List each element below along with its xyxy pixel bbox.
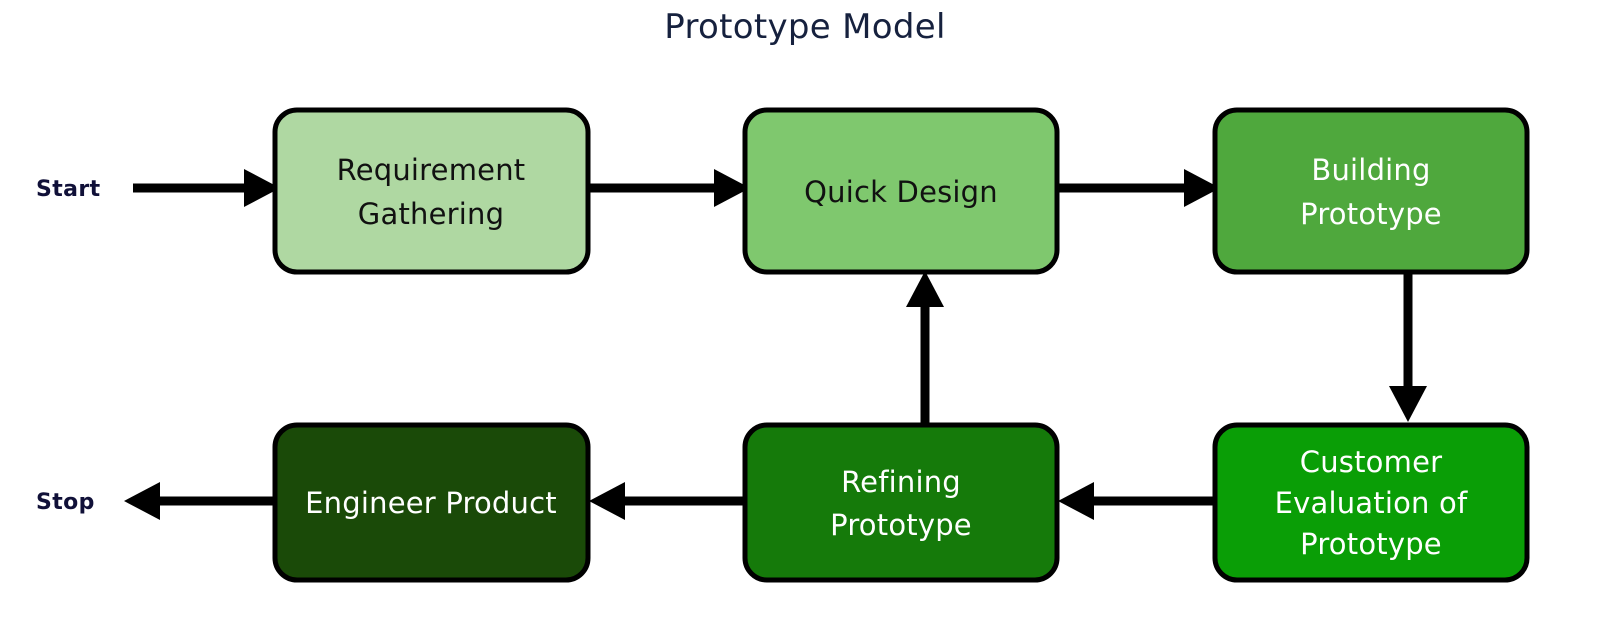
page-title: Prototype Model	[664, 7, 945, 47]
node-building-prototype[interactable]: Building Prototype	[1212, 107, 1530, 275]
node-label-line: Gathering	[358, 197, 504, 231]
arrowhead-icon	[1184, 169, 1220, 207]
node-label-line: Building	[1311, 153, 1430, 187]
arrowhead-icon	[714, 169, 750, 207]
edge-refining-to-quick-design	[906, 271, 944, 425]
node-label-line: Engineer Product	[305, 486, 557, 520]
arrowhead-icon	[124, 482, 160, 520]
node-requirement-gathering[interactable]: Requirement Gathering	[272, 107, 591, 275]
start-label: Start	[36, 177, 101, 202]
node-shape[interactable]	[742, 107, 1060, 275]
stop-label: Stop	[36, 490, 95, 515]
node-label-line: Prototype	[1300, 527, 1442, 561]
node-label-line: Customer	[1300, 445, 1442, 479]
edge-customer-evaluation-to-refining	[1058, 482, 1215, 520]
node-label-line: Prototype	[1300, 197, 1442, 231]
node-engineer-product[interactable]: Engineer Product	[272, 422, 591, 583]
node-shape[interactable]	[742, 422, 1060, 583]
edge-start-to-requirement	[133, 169, 280, 207]
node-shape[interactable]	[1212, 422, 1530, 583]
edge-engineer-product-to-stop	[124, 482, 275, 520]
edge-requirement-to-quick-design	[588, 169, 750, 207]
node-label-line: Requirement	[337, 153, 526, 187]
arrowhead-icon	[906, 271, 944, 307]
arrowhead-icon	[1389, 386, 1427, 422]
node-label-line: Evaluation of	[1275, 486, 1468, 520]
edge-refining-to-engineer-product	[589, 482, 745, 520]
node-label-line: Prototype	[830, 508, 972, 542]
node-label-line: Quick Design	[804, 175, 998, 209]
edge-quick-design-to-building	[1057, 169, 1220, 207]
arrowhead-icon	[1058, 482, 1094, 520]
node-refining-prototype[interactable]: Refining Prototype	[742, 422, 1060, 583]
node-shape[interactable]	[272, 422, 591, 583]
node-customer-evaluation-of-prototype[interactable]: Customer Evaluation of Prototype	[1212, 422, 1530, 583]
edge-building-to-customer-evaluation	[1389, 272, 1427, 422]
node-shape[interactable]	[1212, 107, 1530, 275]
node-shape[interactable]	[272, 107, 591, 275]
node-quick-design[interactable]: Quick Design	[742, 107, 1060, 275]
node-label-line: Refining	[841, 465, 961, 499]
arrowhead-icon	[589, 482, 625, 520]
arrowhead-icon	[244, 169, 280, 207]
